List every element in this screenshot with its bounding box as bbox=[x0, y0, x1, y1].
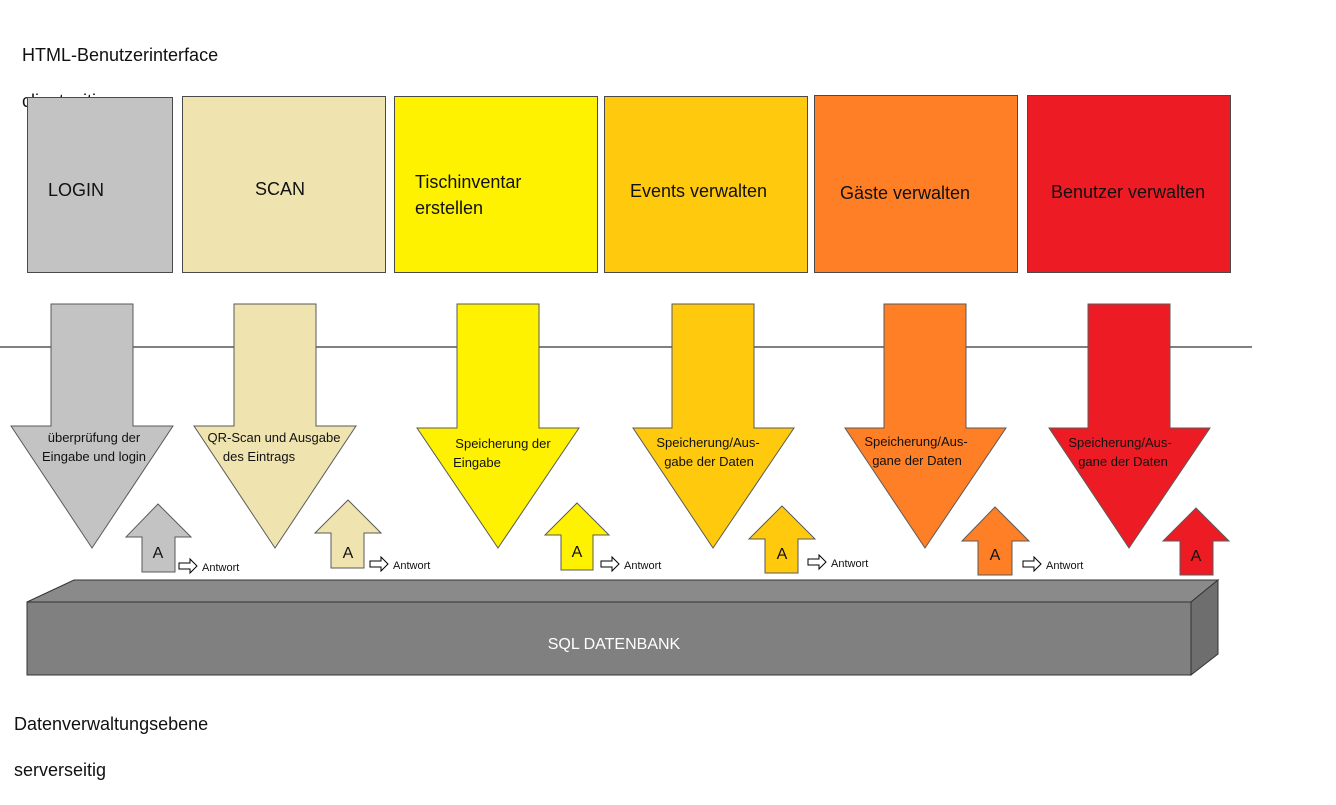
response-login: Antwort bbox=[178, 557, 239, 575]
response-text-events: Antwort bbox=[831, 558, 868, 570]
sql-database: SQL DATENBANK bbox=[26, 578, 1220, 677]
response-text-scan: Antwort bbox=[393, 560, 430, 572]
down-arrow-text-events-2: gabe der Daten bbox=[664, 454, 754, 469]
database-front-face bbox=[26, 601, 1192, 676]
module-box-login: LOGIN bbox=[27, 97, 173, 273]
module-label-tischinventar: Tischinventar erstellen bbox=[415, 172, 522, 218]
down-arrow-text-benutzer-2: gane der Daten bbox=[1078, 454, 1168, 469]
down-arrow-scan: QR-Scan und Ausgabe des Eintrags bbox=[193, 303, 357, 549]
up-arrow-scan: A bbox=[313, 499, 383, 569]
module-label-benutzer: Benutzer verwalten bbox=[1051, 182, 1206, 202]
module-label-scan: SCAN bbox=[255, 179, 306, 199]
response-tischinventar: Antwort bbox=[600, 555, 661, 573]
module-box-tischinventar: Tischinventar erstellen bbox=[394, 96, 598, 273]
response-gaeste: Antwort bbox=[1022, 555, 1083, 573]
response-arrow-icon bbox=[600, 555, 620, 573]
response-scan: Antwort bbox=[369, 555, 430, 573]
up-arrow-a-gaeste: A bbox=[990, 547, 1001, 564]
database-label: SQL DATENBANK bbox=[548, 636, 681, 653]
module-box-gaeste: Gäste verwalten bbox=[814, 95, 1018, 273]
header-title-line1: HTML-Benutzerinterface bbox=[22, 45, 219, 65]
up-arrow-events: A bbox=[747, 505, 817, 574]
footer-label-line2: serverseitig bbox=[14, 760, 107, 780]
footer-label-line1: Datenverwaltungsebene bbox=[14, 714, 209, 734]
module-box-scan: SCAN bbox=[182, 96, 386, 273]
module-box-benutzer: Benutzer verwalten bbox=[1027, 95, 1231, 273]
footer-label: Datenverwaltungsebene serverseitig bbox=[14, 690, 208, 805]
up-arrow-gaeste: A bbox=[960, 506, 1031, 576]
module-label-login: LOGIN bbox=[48, 180, 105, 200]
down-arrow-text-tischinventar-1: Speicherung der bbox=[455, 436, 551, 451]
response-text-login: Antwort bbox=[202, 562, 239, 574]
response-arrow-icon bbox=[807, 553, 827, 571]
down-arrow-text-scan-2: des Eintrags bbox=[223, 449, 296, 464]
down-arrow-benutzer: Speicherung/Aus- gane der Daten bbox=[1048, 303, 1211, 549]
response-arrow-icon bbox=[369, 555, 389, 573]
up-arrow-a-tischinventar: A bbox=[572, 544, 583, 561]
up-arrow-tischinventar: A bbox=[543, 502, 611, 571]
up-arrow-a-scan: A bbox=[343, 545, 354, 562]
response-text-gaeste: Antwort bbox=[1046, 560, 1083, 572]
up-arrow-a-benutzer: A bbox=[1191, 548, 1202, 565]
response-events: Antwort bbox=[807, 553, 868, 571]
down-arrow-text-benutzer-1: Speicherung/Aus- bbox=[1068, 435, 1171, 450]
up-arrow-benutzer: A bbox=[1161, 507, 1231, 576]
down-arrow-text-scan-1: QR-Scan und Ausgabe bbox=[208, 430, 341, 445]
down-arrow-tischinventar: Speicherung der Eingabe bbox=[416, 303, 580, 549]
down-arrow-text-login-2: Eingabe und login bbox=[42, 449, 146, 464]
module-box-events: Events verwalten bbox=[604, 96, 808, 273]
down-arrow-text-tischinventar-2: Eingabe bbox=[453, 455, 501, 470]
module-label-gaeste: Gäste verwalten bbox=[840, 183, 971, 203]
down-arrow-text-gaeste-1: Speicherung/Aus- bbox=[864, 434, 967, 449]
down-arrow-text-login-1: überprüfung der bbox=[48, 430, 141, 445]
module-label-events: Events verwalten bbox=[630, 181, 768, 201]
up-arrow-a-login: A bbox=[153, 545, 164, 562]
up-arrow-login: A bbox=[124, 503, 193, 573]
database-top-face bbox=[26, 579, 1220, 603]
response-text-tischinventar: Antwort bbox=[624, 560, 661, 572]
response-arrow-icon bbox=[178, 557, 198, 575]
down-arrow-login: überprüfung der Eingabe und login bbox=[10, 303, 174, 549]
down-arrow-events: Speicherung/Aus- gabe der Daten bbox=[632, 303, 795, 549]
down-arrow-text-gaeste-2: gane der Daten bbox=[872, 453, 962, 468]
down-arrow-text-events-1: Speicherung/Aus- bbox=[656, 435, 759, 450]
up-arrow-a-events: A bbox=[777, 546, 788, 563]
down-arrow-gaeste: Speicherung/Aus- gane der Daten bbox=[844, 303, 1007, 549]
response-arrow-icon bbox=[1022, 555, 1042, 573]
architecture-diagram: überprüfung der Eingabe und login QR-Sca… bbox=[0, 303, 1252, 677]
